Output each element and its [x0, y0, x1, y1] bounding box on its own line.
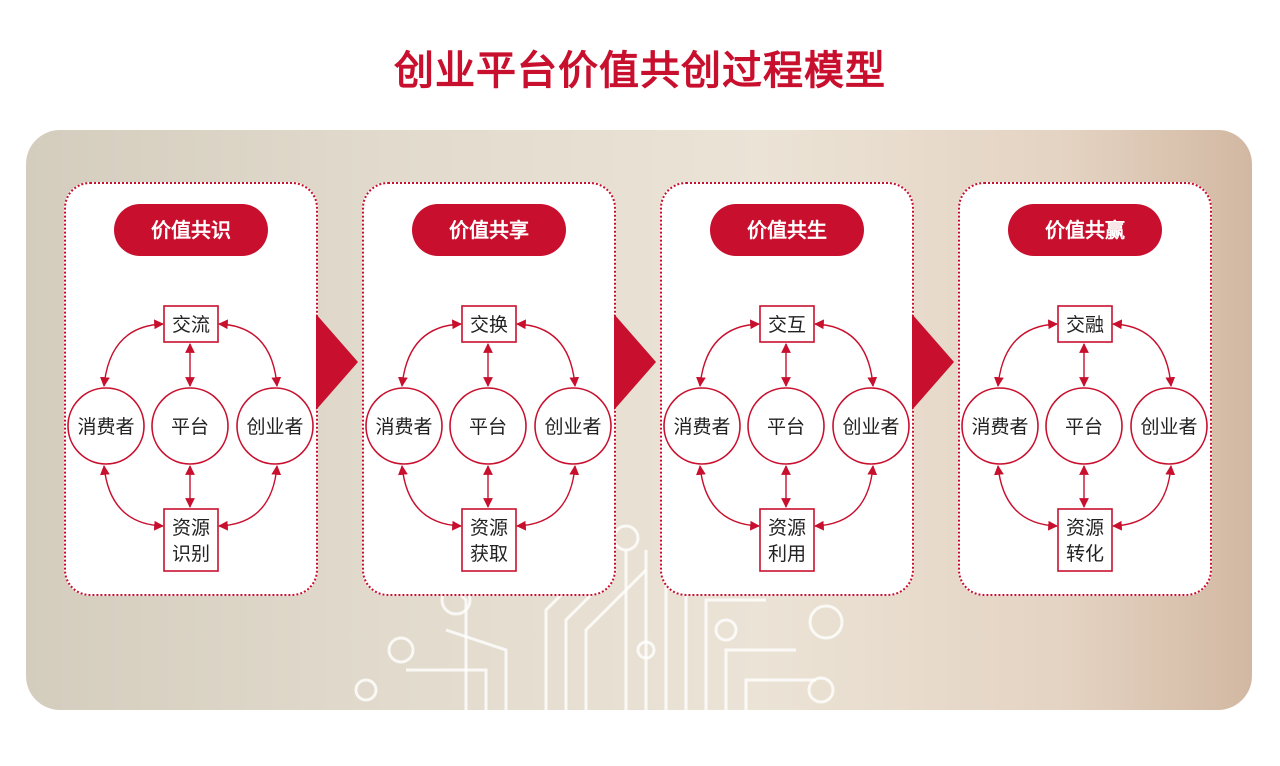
- svg-text:交融: 交融: [1066, 314, 1104, 336]
- svg-text:识别: 识别: [172, 543, 210, 565]
- progression-arrow-icon: [614, 314, 656, 410]
- svg-text:创业者: 创业者: [544, 416, 601, 438]
- consumer-node: 消费者: [663, 387, 741, 465]
- connector-arrow: [100, 319, 164, 387]
- connector-arrow: [100, 465, 164, 531]
- consumer-node: 消费者: [67, 387, 145, 465]
- svg-text:利用: 利用: [768, 543, 806, 565]
- svg-text:创业者: 创业者: [246, 416, 303, 438]
- platform-node: 平台: [151, 387, 229, 465]
- top-activity-box: 交融: [1057, 305, 1113, 343]
- connector-arrow: [696, 465, 760, 531]
- platform-node: 平台: [1045, 387, 1123, 465]
- svg-text:资源: 资源: [1066, 517, 1104, 539]
- top-activity-box: 交互: [759, 305, 815, 343]
- connector-arrow: [696, 319, 760, 387]
- consumer-node: 消费者: [365, 387, 443, 465]
- connector-arrow: [814, 465, 878, 531]
- connector-arrow: [994, 465, 1058, 531]
- svg-text:平台: 平台: [1065, 416, 1103, 438]
- stage-title: 价值共享: [412, 204, 566, 256]
- svg-text:资源: 资源: [470, 517, 508, 539]
- diagram-background: 价值共识消费者 平台 创业者 交流资源识别 价值共享消费者 平台 创业者 交换资源获取 价值共生…: [26, 130, 1252, 710]
- svg-text:交换: 交换: [470, 314, 508, 336]
- svg-text:转化: 转化: [1066, 543, 1104, 565]
- connector-arrow: [516, 465, 580, 531]
- progression-arrow-icon: [316, 314, 358, 410]
- connector-arrow: [1112, 465, 1176, 531]
- stage-title: 价值共赢: [1008, 204, 1162, 256]
- consumer-node: 消费者: [961, 387, 1039, 465]
- stage-card: 价值共享消费者 平台 创业者 交换资源获取: [362, 182, 616, 596]
- svg-text:创业者: 创业者: [1140, 416, 1197, 438]
- connector-arrow: [218, 465, 282, 531]
- entrepreneur-node: 创业者: [832, 387, 910, 465]
- svg-text:消费者: 消费者: [77, 416, 134, 438]
- stage-title: 价值共生: [710, 204, 864, 256]
- svg-text:资源: 资源: [172, 517, 210, 539]
- platform-node: 平台: [747, 387, 825, 465]
- stage-card: 价值共生消费者 平台 创业者 交互资源利用: [660, 182, 914, 596]
- svg-text:交流: 交流: [172, 314, 210, 336]
- connector-arrow: [398, 465, 462, 531]
- connector-arrow: [218, 319, 282, 387]
- top-activity-box: 交流: [163, 305, 219, 343]
- stage-card: 价值共识消费者 平台 创业者 交流资源识别: [64, 182, 318, 596]
- progression-arrow-icon: [912, 314, 954, 410]
- svg-text:消费者: 消费者: [971, 416, 1028, 438]
- svg-text:消费者: 消费者: [375, 416, 432, 438]
- svg-text:资源: 资源: [768, 517, 806, 539]
- svg-text:平台: 平台: [171, 416, 209, 438]
- svg-text:平台: 平台: [767, 416, 805, 438]
- top-activity-box: 交换: [461, 305, 517, 343]
- page-title: 创业平台价值共创过程模型: [394, 47, 886, 94]
- svg-text:交互: 交互: [768, 314, 806, 336]
- connector-arrow: [398, 319, 462, 387]
- stage-title: 价值共识: [114, 204, 268, 256]
- svg-text:获取: 获取: [470, 543, 508, 565]
- stage-card: 价值共赢消费者 平台 创业者 交融资源转化: [958, 182, 1212, 596]
- svg-text:创业者: 创业者: [842, 416, 899, 438]
- entrepreneur-node: 创业者: [534, 387, 612, 465]
- entrepreneur-node: 创业者: [236, 387, 314, 465]
- svg-text:消费者: 消费者: [673, 416, 730, 438]
- entrepreneur-node: 创业者: [1130, 387, 1208, 465]
- connector-arrow: [1112, 319, 1176, 387]
- connector-arrow: [814, 319, 878, 387]
- svg-text:平台: 平台: [469, 416, 507, 438]
- connector-arrow: [516, 319, 580, 387]
- platform-node: 平台: [449, 387, 527, 465]
- connector-arrow: [994, 319, 1058, 387]
